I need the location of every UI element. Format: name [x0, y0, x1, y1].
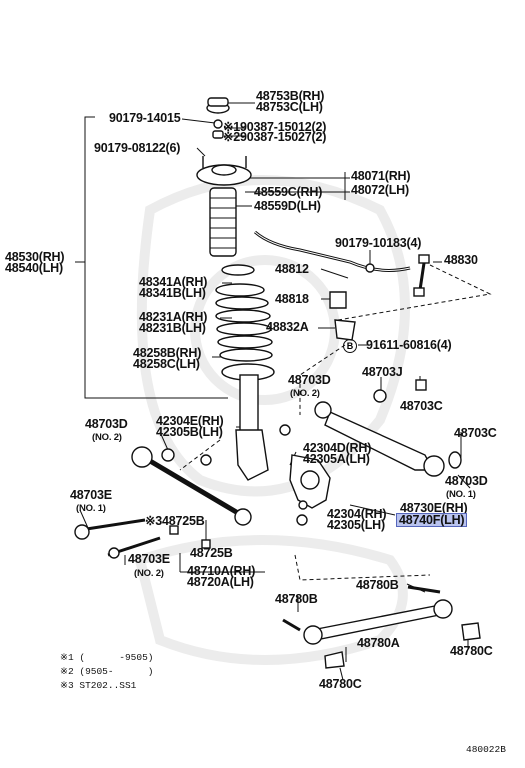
- label-48832a[interactable]: 48832A: [266, 320, 309, 334]
- label-48703d-right[interactable]: 48703D: [445, 474, 488, 488]
- label-48231b[interactable]: 48231B(LH): [139, 321, 206, 335]
- label-48710a[interactable]: 48710A(RH): [187, 564, 256, 578]
- label-42305b[interactable]: 42305B(LH): [156, 425, 223, 439]
- label-48341b[interactable]: 48341B(LH): [139, 286, 206, 300]
- label-48703e-lower[interactable]: 48703E: [128, 552, 170, 566]
- label-48780a[interactable]: 48780A: [357, 636, 400, 650]
- label-48258c[interactable]: 48258C(LH): [133, 357, 200, 371]
- label-48753c[interactable]: 48753C(LH): [256, 100, 323, 114]
- label-90387-15012[interactable]: ※190387-15012(2): [223, 120, 327, 134]
- label-48071[interactable]: 48071(RH): [351, 169, 411, 183]
- parts-geometry: [74, 97, 481, 669]
- label-48780c-lower[interactable]: 48780C: [319, 677, 362, 691]
- label-48559d[interactable]: 48559D(LH): [254, 199, 321, 213]
- label-no2-lower: (NO. 2): [134, 568, 164, 579]
- label-42305[interactable]: 42305(LH): [327, 518, 385, 532]
- label-91611-60816[interactable]: 91611-60816(4): [366, 338, 452, 352]
- label-42304e[interactable]: 42304E(RH): [156, 414, 224, 428]
- label-48830[interactable]: 48830: [444, 253, 478, 267]
- label-48703c-right[interactable]: 48703C: [454, 426, 497, 440]
- label-48231a[interactable]: 48231A(RH): [139, 310, 208, 324]
- label-48258b[interactable]: 48258B(RH): [133, 346, 202, 360]
- footnote-1: ※1 ( -9505): [60, 652, 154, 663]
- label-48740f-highlighted[interactable]: 48740F(LH): [396, 513, 468, 527]
- watermark-logo: [134, 175, 410, 665]
- label-no2-left: (NO. 2): [92, 432, 122, 443]
- figure-id: 480022B: [466, 744, 506, 755]
- label-48540[interactable]: 48540(LH): [5, 261, 63, 275]
- label-48530[interactable]: 48530(RH): [5, 250, 65, 264]
- label-48780b-right[interactable]: 48780B: [356, 578, 399, 592]
- leader-lines: [75, 102, 492, 681]
- label-48703c-upper[interactable]: 48703C: [400, 399, 443, 413]
- label-48341a[interactable]: 48341A(RH): [139, 275, 208, 289]
- label-48559c[interactable]: 48559C(RH): [254, 185, 323, 199]
- reference-b-marker: B: [343, 339, 357, 353]
- label-48725b[interactable]: 48725B: [190, 546, 233, 560]
- label-48720a[interactable]: 48720A(LH): [187, 575, 254, 589]
- label-90179-08122[interactable]: 90179-08122(6): [94, 141, 181, 155]
- label-90387-15027[interactable]: ※290387-15027(2): [223, 130, 327, 144]
- label-no1-left: (NO. 1): [76, 503, 106, 514]
- label-48730e[interactable]: 48730E(RH): [400, 501, 468, 515]
- label-48072[interactable]: 48072(LH): [351, 183, 409, 197]
- label-48780b-left[interactable]: 48780B: [275, 592, 318, 606]
- label-48703d-upper[interactable]: 48703D: [288, 373, 331, 387]
- label-no2-upper: (NO. 2): [290, 388, 320, 399]
- label-48725b-note3[interactable]: ※348725B: [145, 514, 205, 528]
- label-48780c-right[interactable]: 48780C: [450, 644, 493, 658]
- label-42305a[interactable]: 42305A(LH): [303, 452, 370, 466]
- label-90179-10183[interactable]: 90179-10183(4): [335, 236, 422, 250]
- footnote-2: ※2 (9505- ): [60, 666, 154, 677]
- label-42304d[interactable]: 42304D(RH): [303, 441, 372, 455]
- label-48753b[interactable]: 48753B(RH): [256, 89, 325, 103]
- label-90179-14015[interactable]: 90179-14015: [109, 111, 181, 125]
- label-42304[interactable]: 42304(RH): [327, 507, 387, 521]
- label-48703e-upper[interactable]: 48703E: [70, 488, 112, 502]
- label-48703d-left[interactable]: 48703D: [85, 417, 128, 431]
- label-no1-right: (NO. 1): [446, 489, 476, 500]
- label-48812[interactable]: 48812: [275, 262, 309, 276]
- label-48818[interactable]: 48818: [275, 292, 309, 306]
- label-48703j[interactable]: 48703J: [362, 365, 403, 379]
- footnote-3: ※3 ST202..SS1: [60, 680, 137, 691]
